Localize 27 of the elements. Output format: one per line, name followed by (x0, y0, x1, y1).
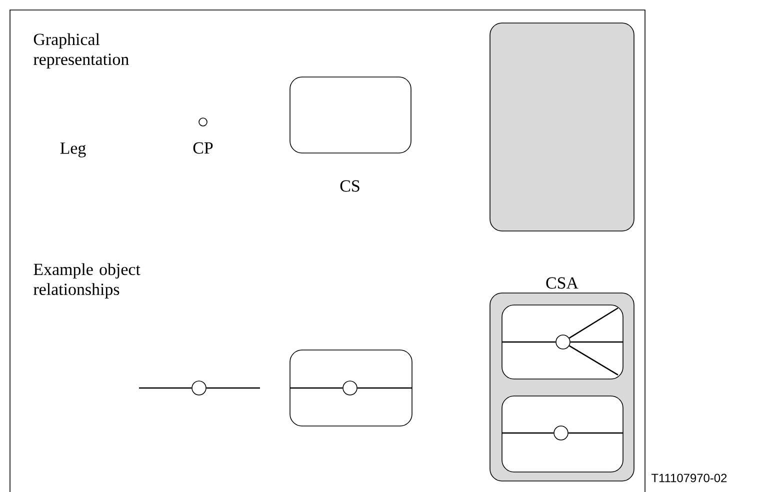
symbol-label: CS (340, 180, 360, 192)
leg-line (568, 432, 623, 434)
connection-point (342, 380, 358, 396)
connection-point (192, 380, 206, 396)
figure-id: T11107970-02 (651, 474, 727, 482)
leg-line (502, 432, 554, 434)
heading-text: Example object relationships (34, 263, 140, 298)
segment-box (290, 76, 412, 154)
leg-line (502, 341, 556, 343)
connection-point-symbol (198, 118, 208, 126)
symbol-label: CSA (546, 277, 578, 289)
leg-line (206, 387, 260, 389)
segment-box (502, 396, 624, 472)
leg-label: Leg (60, 142, 86, 158)
shaded-segment-box (490, 22, 634, 232)
leg-line (568, 307, 618, 339)
connection-point (556, 334, 570, 350)
leg-line (139, 387, 192, 389)
leg-line (569, 345, 618, 376)
heading-text: Graphical representation (34, 33, 129, 68)
connection-point (554, 426, 568, 440)
leg-line (357, 387, 412, 389)
segment-box (290, 350, 412, 426)
leg-line (570, 341, 623, 343)
symbol-label: CP (193, 142, 213, 154)
leg-line (290, 387, 343, 389)
segment-box (502, 304, 624, 380)
